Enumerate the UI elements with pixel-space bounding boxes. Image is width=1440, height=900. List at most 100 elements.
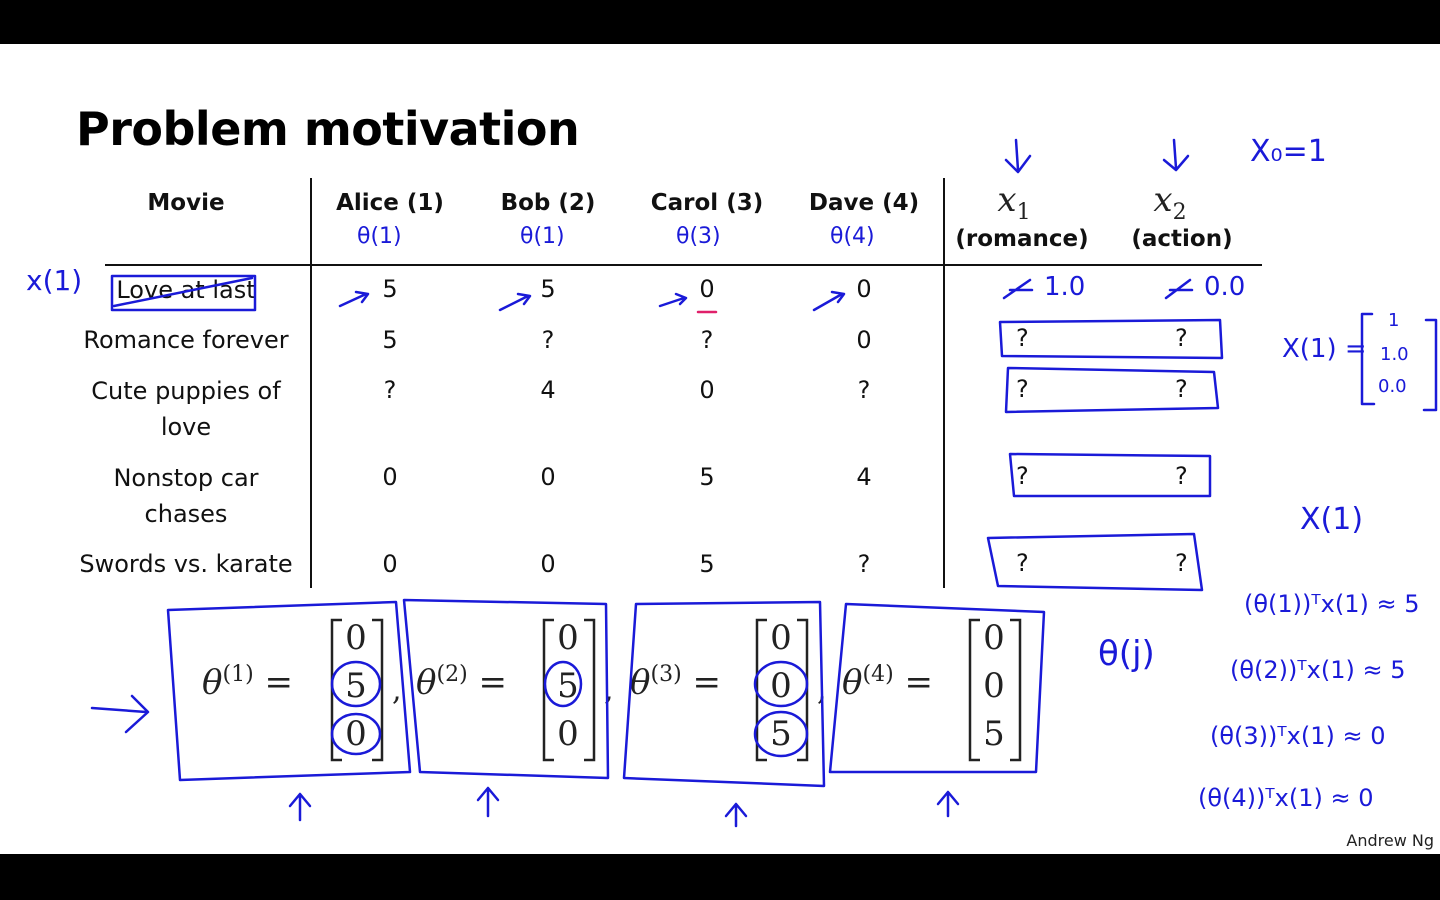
feature-x2-label: (action) — [1131, 226, 1233, 252]
theta-value: 0 — [983, 666, 1005, 706]
theta-value: 5 — [345, 666, 367, 706]
theta3-box — [622, 600, 826, 788]
circle-theta3-5 — [753, 710, 809, 758]
header-alice: Alice (1) — [336, 190, 444, 216]
theta-value: 0 — [983, 618, 1005, 658]
rating-cell: 0 — [856, 326, 872, 354]
annotation-strokes: ,,, — [90, 138, 1438, 828]
row-x1-annotation: x(1) — [26, 264, 83, 297]
feature-box-row3 — [1004, 366, 1220, 414]
up-arrow-3 — [724, 802, 748, 828]
feature-value-romance: 1.0 — [1044, 272, 1086, 302]
rating-cell: 0 — [699, 275, 715, 303]
feature-x1-label: (romance) — [955, 226, 1089, 252]
feature-x1-symbol: x1 — [997, 180, 1031, 225]
feature-missing: ? — [1175, 324, 1188, 352]
header-movie: Movie — [147, 190, 225, 216]
theta1-box — [166, 600, 412, 782]
rating-cell: 4 — [856, 463, 872, 491]
feature-value-action: 0.0 — [1204, 272, 1246, 302]
theta-label-4: θ(4) = — [842, 662, 933, 703]
rating-cell: 5 — [699, 463, 715, 491]
circle-theta3-0 — [753, 660, 809, 708]
theta-value: 5 — [557, 666, 579, 706]
user-theta-annotation: θ(3) — [676, 224, 721, 249]
love-at-last-box — [110, 274, 257, 312]
rating-cell: 5 — [699, 550, 715, 578]
user-theta-annotation: θ(1) — [357, 224, 402, 249]
vector-brackets — [330, 618, 1022, 762]
slide: Problem motivation Movie Alice (1) Bob (… — [0, 44, 1440, 854]
rating-cell: 0 — [540, 550, 556, 578]
approx-equation: (θ(1))ᵀx(1) ≈ 5 — [1244, 590, 1420, 618]
slide-title: Problem motivation — [76, 102, 580, 156]
movie-row-1: Love at last — [116, 276, 256, 304]
approx-equation: (θ(2))ᵀx(1) ≈ 5 — [1230, 656, 1406, 684]
rating-cell: 0 — [699, 376, 715, 404]
theta4-box — [828, 602, 1046, 774]
x1-annotation: X(1) — [1300, 502, 1364, 537]
up-arrow-4 — [936, 790, 960, 818]
feature-missing: ? — [1175, 462, 1188, 490]
movie-row-2: Romance forever — [83, 326, 289, 354]
feature-box-row5 — [986, 532, 1204, 592]
theta-j-annotation: θ(j) — [1098, 634, 1155, 674]
theta-label-3: θ(3) = — [630, 662, 721, 703]
theta-value: 0 — [557, 714, 579, 754]
x1-vector-right-bracket — [1422, 318, 1438, 412]
rating-cell: ? — [700, 326, 714, 354]
left-arrow — [90, 694, 150, 734]
feature-missing: ? — [1175, 549, 1188, 577]
header-carol: Carol (3) — [650, 190, 764, 216]
author-credit: Andrew Ng — [1346, 831, 1434, 850]
arrow-bob — [498, 292, 532, 312]
up-arrow-2 — [476, 786, 500, 818]
feature-box-row2 — [998, 318, 1224, 360]
circle-theta2-5 — [543, 660, 583, 708]
arrow-alice — [338, 290, 370, 308]
rating-cell: 0 — [382, 463, 398, 491]
arrow-carol — [658, 292, 688, 308]
rating-cell: 5 — [540, 275, 556, 303]
feature-missing: ? — [1175, 375, 1188, 403]
vector-commas: ,,, — [392, 673, 827, 708]
up-arrow-1 — [288, 792, 312, 822]
rating-cell: ? — [383, 376, 397, 404]
theta-label-1: θ(1) = — [202, 662, 293, 703]
user-theta-annotation: θ(4) — [830, 224, 875, 249]
theta2-box — [402, 598, 610, 780]
feature-missing: ? — [1016, 462, 1029, 490]
x1-vector-value: 1.0 — [1380, 344, 1409, 365]
x1-vector-label: X(1) = — [1282, 334, 1367, 364]
feature-missing: ? — [1016, 549, 1029, 577]
approx-equation: (θ(4))ᵀx(1) ≈ 0 — [1198, 784, 1374, 812]
love-at-last-strike — [112, 276, 254, 308]
feature-box-row4 — [1008, 452, 1212, 498]
x2-down-arrow — [1162, 138, 1190, 172]
rating-cell: ? — [857, 376, 871, 404]
rating-cell: 4 — [540, 376, 556, 404]
movie-row-3: Cute puppies of love — [91, 377, 281, 441]
rating-cell: 5 — [382, 326, 398, 354]
theta-value: 0 — [345, 618, 367, 658]
rating-cell: ? — [541, 326, 555, 354]
header-bob: Bob (2) — [500, 190, 596, 216]
theta-value: 5 — [770, 714, 792, 754]
x1-down-arrow — [1004, 138, 1032, 174]
movie-row-4: Nonstop car chases — [113, 464, 259, 528]
theta-value: 5 — [983, 714, 1005, 754]
user-theta-annotation: θ(1) — [520, 224, 565, 249]
feature-missing: ? — [1016, 375, 1029, 403]
theta-value: 0 — [345, 714, 367, 754]
approx-equation: (θ(3))ᵀx(1) ≈ 0 — [1210, 722, 1386, 750]
theta-label-2: θ(2) = — [416, 662, 507, 703]
arrow-dave — [812, 290, 846, 312]
rating-cell: 0 — [540, 463, 556, 491]
x1-crossout — [1002, 278, 1034, 300]
feature-x2-symbol: x2 — [1153, 180, 1187, 225]
rating-cell: ? — [857, 550, 871, 578]
x1-vector-value: 1 — [1388, 310, 1400, 331]
theta-value: 0 — [770, 618, 792, 658]
rating-cell: 5 — [382, 275, 398, 303]
header-dave: Dave (4) — [808, 190, 920, 216]
